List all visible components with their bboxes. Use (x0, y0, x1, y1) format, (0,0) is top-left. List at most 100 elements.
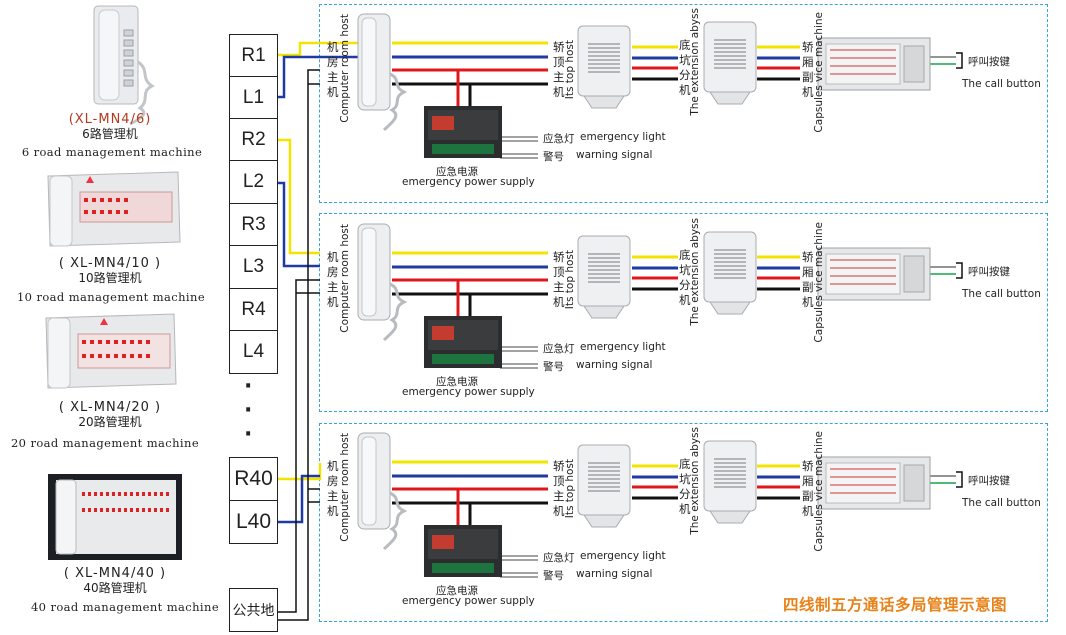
pit-cn: 分 (679, 487, 691, 501)
machine-room-cn: 机 (327, 504, 339, 518)
machine-6-device (93, 5, 155, 126)
terminal-r3: R3 (229, 203, 278, 246)
ellipsis-dot: · (244, 374, 253, 399)
car-cn: 轿 (802, 250, 814, 264)
machine-room-cn: 机 (327, 250, 339, 264)
terminal-l3: L3 (229, 245, 278, 289)
machine-40-device (48, 474, 182, 560)
machine-model: ( XL-MN4/10 ) (58, 256, 162, 271)
pit-cn: 机 (679, 83, 691, 97)
terminal-common-ground: 公共地 (229, 588, 278, 632)
car-cn: 厢 (802, 265, 814, 279)
machine-room-en: Computer room host (339, 14, 351, 123)
machine-name-en: 10 road management machine (16, 290, 206, 304)
car-cn: 副 (802, 280, 814, 294)
machine-model: ( XL-MN4/20 ) (58, 400, 162, 415)
machine-name-en: 40 road management machine (30, 600, 220, 614)
ellipsis-dot: · (244, 398, 253, 423)
panel-2 (319, 213, 1048, 412)
power-supply-en: emergency power supply (402, 386, 535, 398)
terminal-r1: R1 (229, 34, 278, 77)
car-top-cn: 机 (553, 295, 565, 309)
car-top-cn: 主 (553, 489, 565, 503)
car-cn: 机 (802, 85, 814, 99)
call-button-cn: 呼叫按键 (968, 56, 1010, 68)
car-top-cn: 轿 (553, 250, 565, 264)
terminal-r40: R40 (229, 457, 278, 501)
terminal-l4: L4 (229, 330, 278, 374)
car-top-en: Its top host (564, 40, 576, 100)
call-button-en: The call button (962, 288, 1041, 300)
machine-name-en: 6 road management machine (21, 145, 203, 159)
machine-room-cn: 主 (327, 489, 339, 503)
car-cn: 机 (802, 295, 814, 309)
call-button-en: The call button (962, 497, 1041, 509)
terminal-l1: L1 (229, 76, 278, 119)
pit-cn: 机 (679, 293, 691, 307)
machine-room-cn: 房 (327, 474, 339, 488)
emergency-light-cn: 应急灯 (543, 133, 575, 145)
car-top-cn: 轿 (553, 40, 565, 54)
car-cn: 机 (802, 504, 814, 518)
emergency-light-en: emergency light (580, 550, 666, 562)
warning-signal-cn: 警号 (543, 570, 564, 582)
power-supply-cn: 应急电源 (436, 376, 478, 388)
pit-cn: 分 (679, 278, 691, 292)
machine-room-cn: 机 (327, 40, 339, 54)
call-button-en: The call button (962, 78, 1041, 90)
panel-1 (319, 4, 1048, 203)
car-en: Capsules vice machine (813, 431, 825, 552)
emergency-light-en: emergency light (580, 131, 666, 143)
terminal-r4: R4 (229, 288, 278, 331)
power-supply-cn: 应急电源 (436, 166, 478, 178)
car-top-cn: 顶 (553, 474, 565, 488)
terminal-l2: L2 (229, 160, 278, 204)
pit-cn: 机 (679, 502, 691, 516)
car-top-cn: 轿 (553, 459, 565, 473)
machine-model: (XL-MN4/6) (68, 112, 152, 127)
warning-signal-en: warning signal (576, 359, 653, 371)
emergency-light-en: emergency light (580, 341, 666, 353)
machine-name-cn: 20路管理机 (78, 415, 142, 429)
machine-room-cn: 房 (327, 55, 339, 69)
machine-20-device (45, 313, 177, 389)
car-cn: 厢 (802, 55, 814, 69)
machine-name-cn: 10路管理机 (78, 271, 142, 285)
pit-cn: 分 (679, 68, 691, 82)
car-cn: 轿 (802, 40, 814, 54)
emergency-light-cn: 应急灯 (543, 343, 575, 355)
car-top-cn: 机 (553, 504, 565, 518)
pit-cn: 底 (679, 38, 691, 52)
pit-cn: 坑 (679, 472, 691, 486)
car-top-cn: 机 (553, 85, 565, 99)
machine-room-cn: 机 (327, 459, 339, 473)
car-cn: 轿 (802, 459, 814, 473)
car-top-cn: 主 (553, 280, 565, 294)
pit-cn: 坑 (679, 263, 691, 277)
machine-10-device (47, 171, 181, 247)
machine-room-en: Computer room host (339, 224, 351, 333)
pit-cn: 坑 (679, 53, 691, 67)
machine-name-cn: 40路管理机 (83, 581, 147, 595)
machine-name-en: 20 road management machine (10, 436, 200, 450)
car-top-cn: 顶 (553, 55, 565, 69)
pit-cn: 底 (679, 248, 691, 262)
car-top-cn: 顶 (553, 265, 565, 279)
car-cn: 副 (802, 489, 814, 503)
power-supply-cn: 应急电源 (436, 585, 478, 597)
pit-en: The extension abyss (689, 427, 701, 535)
car-en: Capsules vice machine (813, 12, 825, 133)
pit-en: The extension abyss (689, 8, 701, 116)
diagram-title: 四线制五方通话多局管理示意图 (783, 596, 1008, 614)
car-top-en: Its top host (564, 459, 576, 519)
ellipsis-dot: · (244, 422, 253, 447)
car-cn: 厢 (802, 474, 814, 488)
terminal-r2: R2 (229, 118, 278, 161)
machine-name-cn: 6路管理机 (82, 127, 138, 141)
machine-room-en: Computer room host (339, 433, 351, 542)
car-top-en: Its top host (564, 250, 576, 310)
terminal-l40: L40 (229, 500, 278, 544)
machine-room-cn: 主 (327, 280, 339, 294)
call-button-cn: 呼叫按键 (968, 266, 1010, 278)
machine-room-cn: 机 (327, 295, 339, 309)
